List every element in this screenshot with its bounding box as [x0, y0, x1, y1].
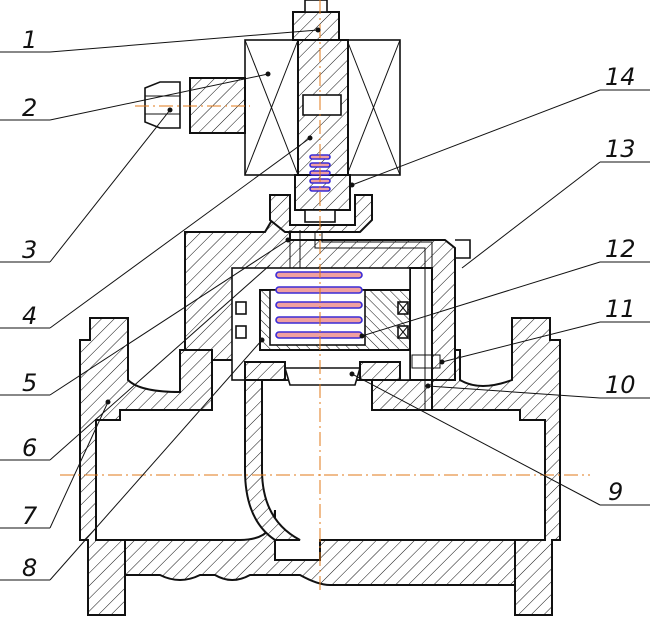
callout-6: 6	[22, 434, 37, 462]
callout-5: 5	[22, 369, 37, 397]
centerlines	[60, 0, 590, 590]
callout-10: 10	[605, 371, 636, 399]
callout-14: 14	[605, 63, 636, 91]
callout-1: 1	[22, 26, 37, 54]
callout-7: 7	[22, 502, 38, 530]
callout-2: 2	[22, 94, 37, 122]
callout-13: 13	[605, 135, 636, 163]
callout-8: 8	[22, 554, 37, 582]
callout-3: 3	[22, 236, 37, 264]
callouts: 1 2 3 4 5 6 7 8	[0, 26, 650, 582]
solenoid	[144, 0, 401, 233]
callout-9: 9	[608, 478, 623, 506]
pilot-channel	[289, 230, 471, 410]
callout-4: 4	[22, 302, 37, 330]
main-spring	[275, 271, 363, 339]
callout-12: 12	[605, 235, 636, 263]
callout-11: 11	[605, 295, 636, 323]
